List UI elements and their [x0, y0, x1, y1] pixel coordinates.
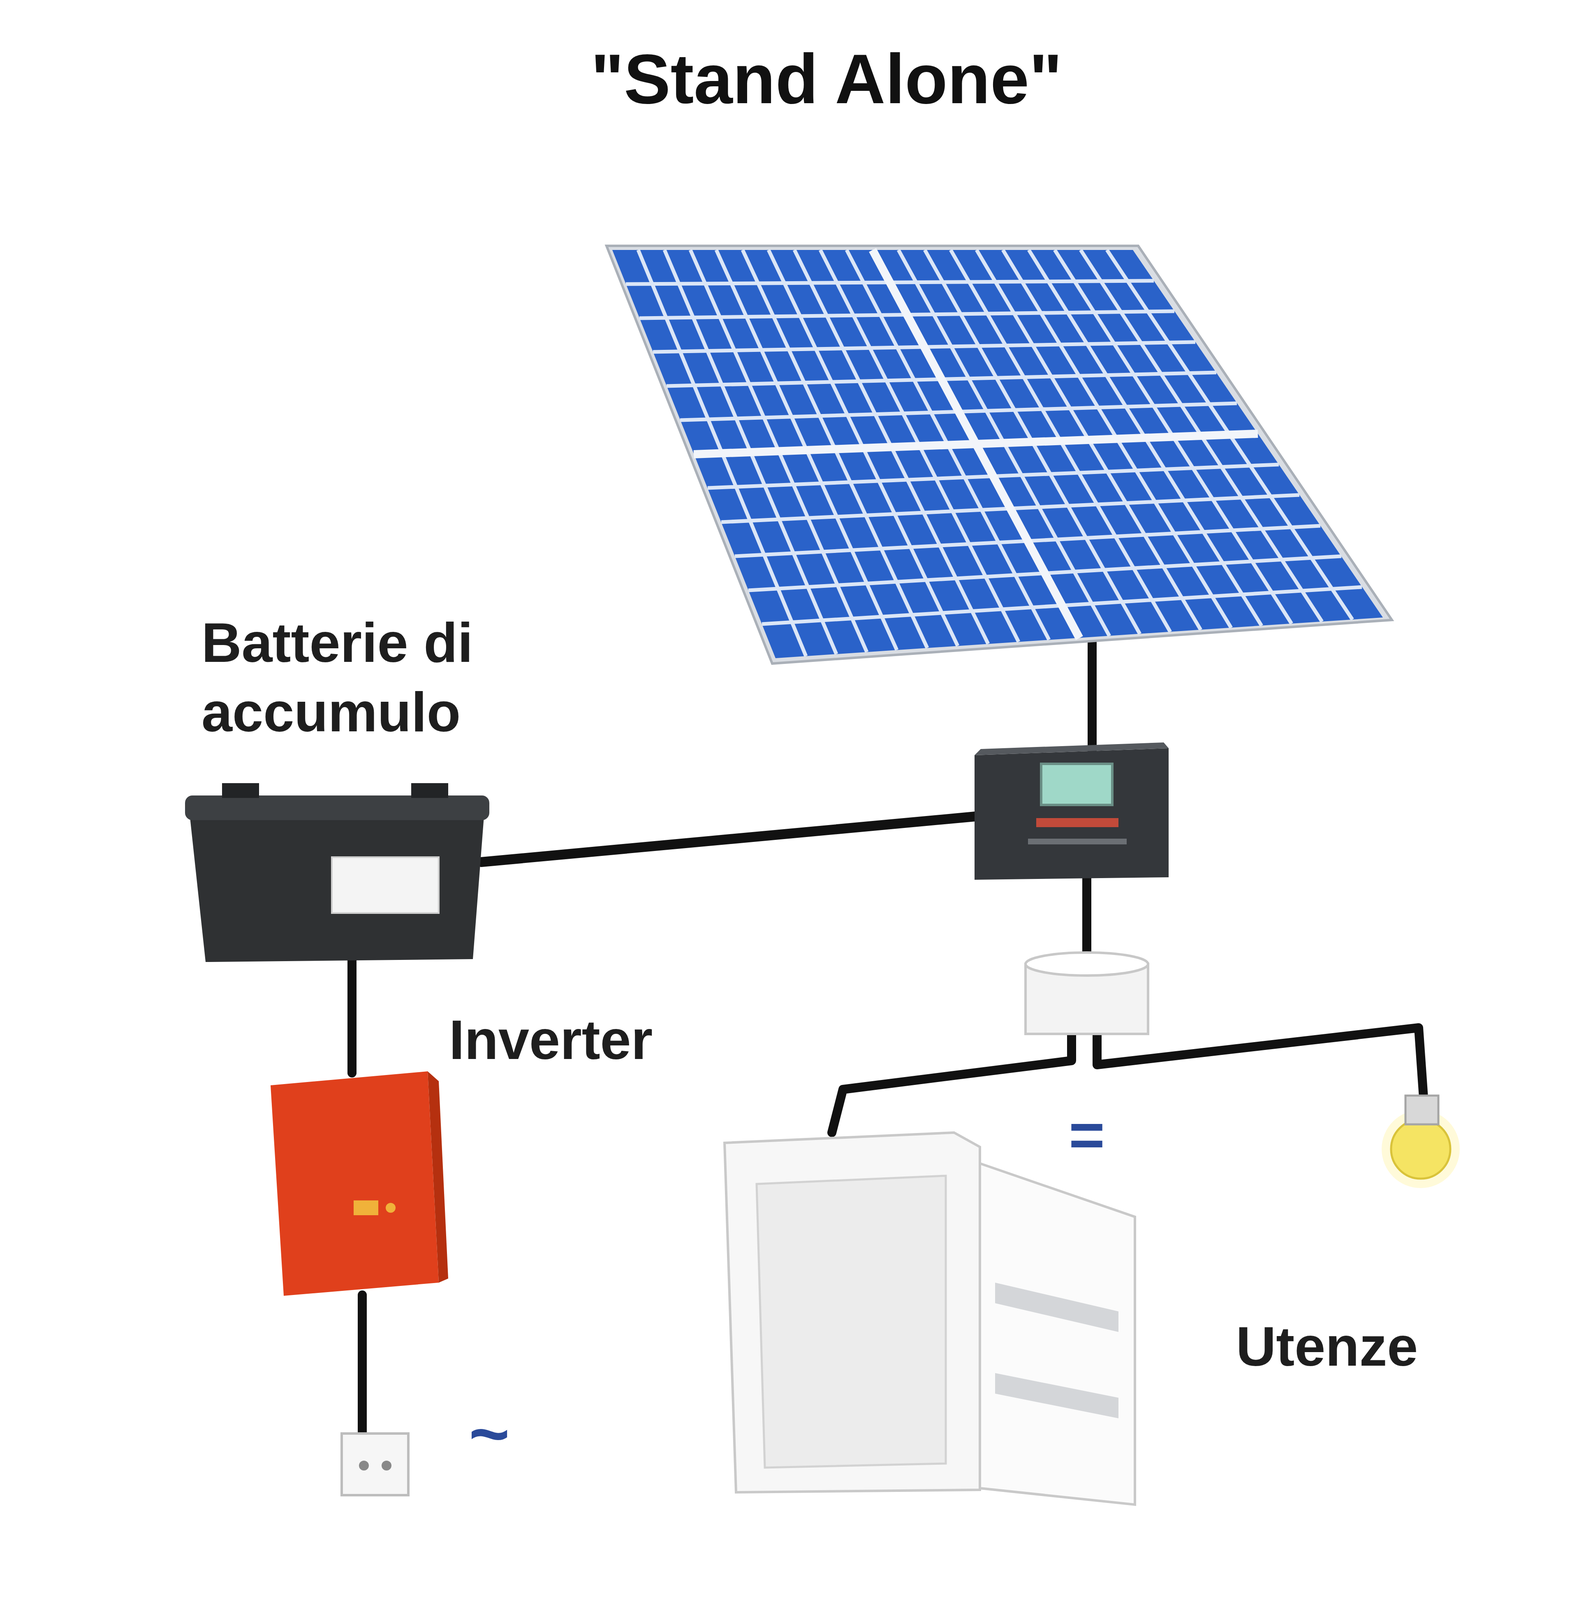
battery [185, 783, 490, 963]
part-label: Utenze [1236, 1313, 1419, 1381]
fridge [724, 1132, 1135, 1505]
diagram-title: "Stand Alone" [590, 37, 1063, 121]
solar-panel [606, 245, 1392, 664]
light-bulb [1381, 1095, 1460, 1189]
part-label: Inverter [449, 1007, 653, 1074]
dc-symbol: = [1068, 1097, 1105, 1172]
charge-controller [974, 742, 1169, 880]
socket [341, 1433, 409, 1496]
junction-box [1025, 952, 1149, 1035]
inverter [270, 1071, 449, 1297]
ac-symbol: ~ [468, 1391, 510, 1476]
part-label: Batterie di accumulo [201, 608, 572, 748]
